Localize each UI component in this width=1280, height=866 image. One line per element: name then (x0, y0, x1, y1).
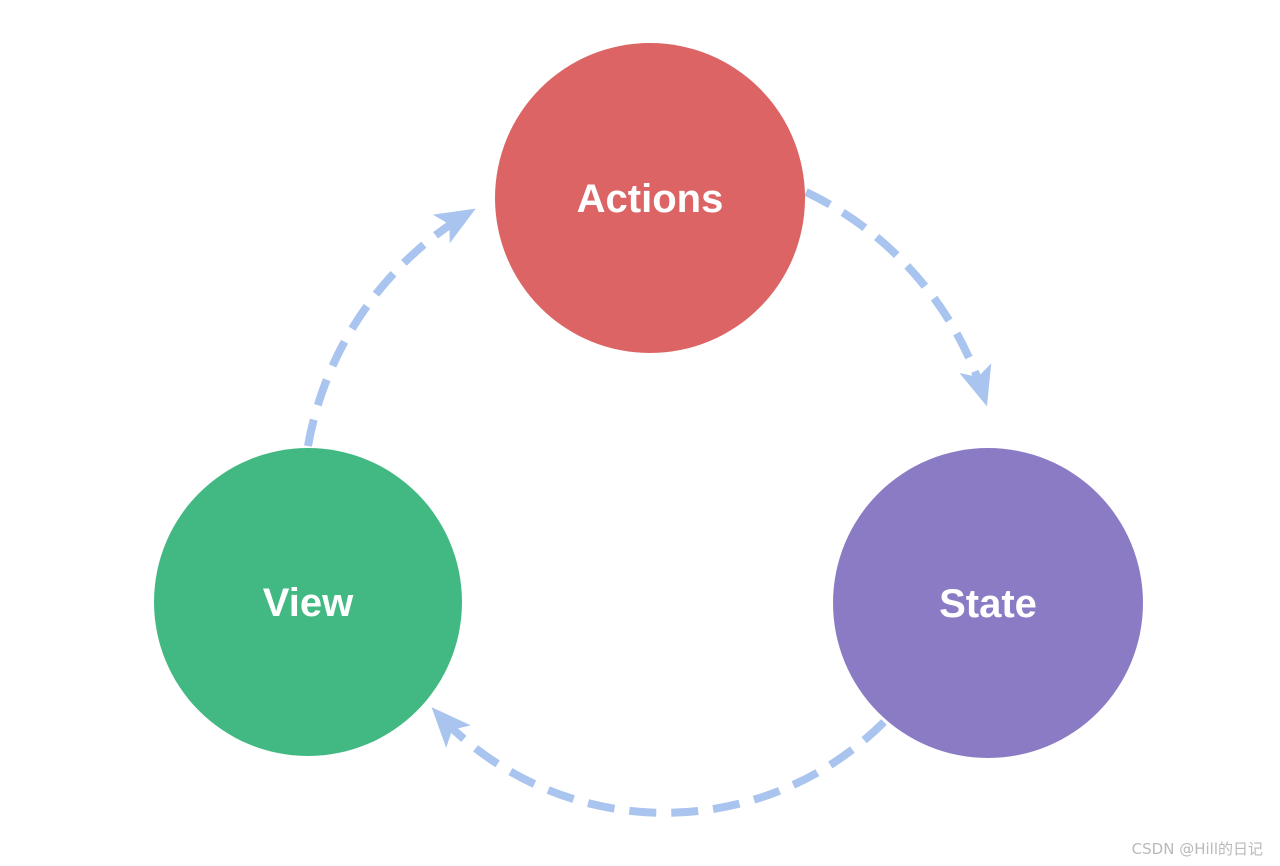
node-view-label: View (263, 581, 354, 625)
node-actions-circle (495, 43, 805, 353)
node-view-circle (154, 448, 462, 756)
edge-view-to-actions (304, 208, 476, 447)
node-state-circle (833, 448, 1143, 758)
edge-actions-to-state (804, 188, 992, 407)
node-actions-label: Actions (577, 177, 724, 221)
watermark-text: CSDN @Hill的日记 (1132, 840, 1263, 858)
node-state: State (833, 448, 1143, 758)
node-actions: Actions (495, 43, 805, 353)
node-state-label: State (939, 582, 1037, 626)
node-view: View (154, 448, 462, 756)
edge-state-to-view (431, 707, 887, 817)
